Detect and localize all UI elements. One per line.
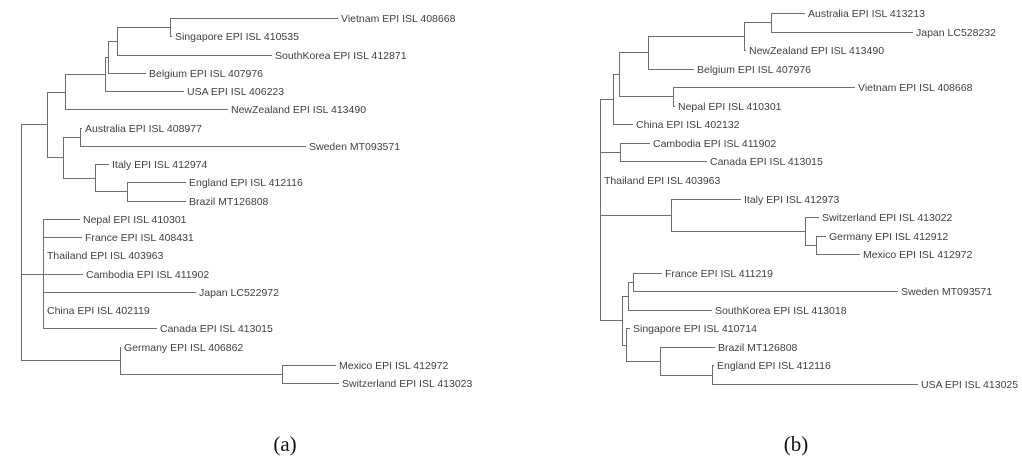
leaf-label: Italy EPI ISL 412973 [744, 194, 840, 206]
leaf-label: USA EPI ISL 406223 [187, 86, 284, 98]
leaf-label: Canada EPI ISL 413015 [160, 323, 273, 335]
caption-panel-b: (b) [783, 432, 809, 456]
leaf-label: France EPI ISL 411219 [665, 268, 773, 280]
leaf-label: Australia EPI ISL 408977 [85, 123, 202, 135]
leaf-label: Japan LC528232 [916, 27, 996, 39]
leaf-label: Singapore EPI ISL 410714 [633, 323, 757, 335]
leaf-label: SouthKorea EPI ISL 413018 [715, 305, 847, 317]
leaf-label: Mexico EPI ISL 412972 [339, 360, 449, 372]
leaf-label: China EPI ISL 402119 [47, 305, 150, 317]
leaf-label: NewZealand EPI ISL 413490 [231, 104, 366, 116]
leaf-label: Thailand EPI ISL 403963 [47, 250, 164, 262]
leaf-label: NewZealand EPI ISL 413490 [749, 45, 884, 57]
leaf-label: Australia EPI ISL 413213 [808, 8, 925, 20]
leaf-label: Mexico EPI ISL 412972 [863, 249, 973, 261]
leaf-label: China EPI ISL 402132 [636, 119, 740, 131]
leaf-label: Brazil MT126808 [189, 196, 269, 208]
leaf-label: Nepal EPI ISL 410301 [678, 101, 782, 113]
leaf-label: Switzerland EPI ISL 413022 [822, 212, 953, 224]
leaf-label: Belgium EPI ISL 407976 [149, 68, 263, 80]
leaf-label: Switzerland EPI ISL 413023 [342, 378, 473, 390]
leaf-label: Nepal EPI ISL 410301 [83, 214, 187, 226]
leaf-label: England EPI ISL 412116 [717, 360, 831, 372]
caption-panel-a: (a) [273, 432, 297, 456]
leaf-label: Thailand EPI ISL 403963 [604, 175, 721, 187]
leaf-label: Brazil MT126808 [718, 342, 798, 354]
leaf-label: Sweden MT093571 [309, 141, 400, 153]
leaf-label: Japan LC522972 [199, 287, 279, 299]
leaf-label: Singapore EPI ISL 410535 [175, 31, 299, 43]
leaf-label: Cambodia EPI ISL 411902 [653, 138, 776, 150]
leaf-label: USA EPI ISL 413025 [921, 379, 1018, 391]
leaf-label: England EPI ISL 412116 [189, 177, 303, 189]
leaf-label: Vietnam EPI ISL 408668 [341, 13, 456, 25]
leaf-label: Canada EPI ISL 413015 [710, 156, 823, 168]
leaf-label: Italy EPI ISL 412974 [112, 159, 208, 171]
leaf-label: Vietnam EPI ISL 408668 [858, 82, 973, 94]
leaf-label: Sweden MT093571 [901, 286, 992, 298]
leaf-label: France EPI ISL 408431 [85, 232, 194, 244]
leaf-label: Belgium EPI ISL 407976 [697, 64, 811, 76]
leaf-label: SouthKorea EPI ISL 412871 [275, 50, 407, 62]
leaf-label: Germany EPI ISL 412912 [829, 231, 948, 243]
leaf-label: Germany EPI ISL 406862 [124, 342, 243, 354]
leaf-label: Cambodia EPI ISL 411902 [86, 269, 209, 281]
